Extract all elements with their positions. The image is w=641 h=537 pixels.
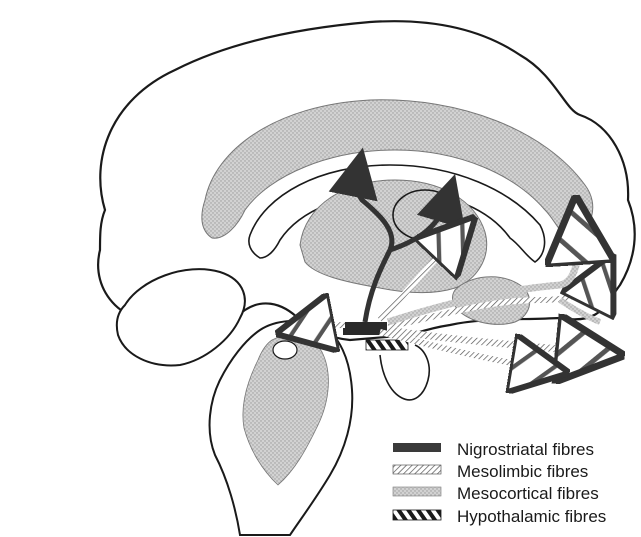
hypothalamic-fibre-bar <box>366 340 408 350</box>
legend-item-mesocortical: Mesocortical fibres <box>393 484 599 503</box>
small-nucleus-left <box>273 341 297 359</box>
legend-swatch-mesolimbic <box>393 465 441 474</box>
legend-swatch-hypothalamic <box>393 510 441 520</box>
legend-label-nigrostriatal: Nigrostriatal fibres <box>457 440 594 459</box>
legend-item-hypothalamic: Hypothalamic fibres <box>393 507 606 526</box>
legend-label-mesocortical: Mesocortical fibres <box>457 484 599 503</box>
legend-swatch-mesocortical <box>393 487 441 496</box>
legend-item-mesolimbic: Mesolimbic fibres <box>393 462 588 481</box>
legend-label-mesolimbic: Mesolimbic fibres <box>457 462 588 481</box>
legend-label-hypothalamic: Hypothalamic fibres <box>457 507 606 526</box>
legend: Nigrostriatal fibres Mesolimbic fibres M… <box>393 440 606 526</box>
legend-swatch-nigrostriatal <box>393 443 441 452</box>
legend-item-nigrostriatal: Nigrostriatal fibres <box>393 440 594 459</box>
mesolimbic-fibre-5 <box>305 325 345 328</box>
pituitary-outline <box>380 345 429 400</box>
